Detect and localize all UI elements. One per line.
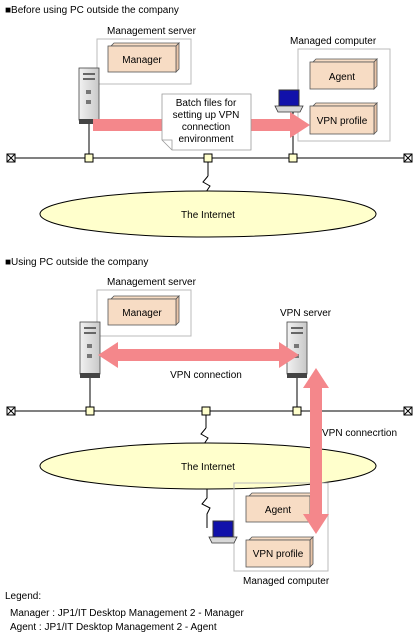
vpn-connection-arrow-vertical <box>303 368 329 534</box>
network-node <box>84 153 94 163</box>
vpn-connection-arrow <box>98 342 299 368</box>
management-server-icon <box>78 67 100 124</box>
internet-cloud <box>39 442 377 490</box>
note-line: connection <box>182 122 230 133</box>
vpn-connection-label: VPN connection <box>170 370 242 381</box>
internet-label: The Internet <box>181 210 235 221</box>
vpn-profile-label: VPN profile <box>253 549 304 560</box>
network-node <box>201 406 211 416</box>
section-using: ■Using PC outside the company Management… <box>5 257 413 587</box>
note-line: setting up VPN <box>173 110 240 121</box>
section-heading: ■Using PC outside the company <box>5 257 148 268</box>
vpn-profile-box: VPN profile <box>245 536 314 568</box>
management-server-frame <box>96 289 192 337</box>
legend-item: Manager : JP1/IT Desktop Management 2 - … <box>10 608 244 619</box>
management-server-frame <box>96 38 192 85</box>
agent-box: Agent <box>245 492 314 523</box>
agent-label: Agent <box>329 72 355 83</box>
network-node <box>85 406 95 416</box>
internet-label: The Internet <box>181 462 235 473</box>
management-server-icon <box>79 321 101 378</box>
legend-item: Agent : JP1/IT Desktop Management 2 - Ag… <box>10 622 217 633</box>
vpn-server-label: VPN server <box>280 308 332 319</box>
note-line: Batch files for <box>176 98 237 109</box>
vpn-server-icon <box>286 321 308 378</box>
managed-computer-frame <box>233 482 329 572</box>
laptop-icon <box>208 520 238 544</box>
vpn-profile-label: VPN profile <box>317 116 368 127</box>
note-line: environment <box>178 134 233 145</box>
legend: Legend: Manager : JP1/IT Desktop Managem… <box>5 591 244 633</box>
section-before: ■Before using PC outside the company Man… <box>5 5 413 238</box>
network-node <box>288 153 298 163</box>
section-heading: ■Before using PC outside the company <box>5 5 179 16</box>
network-node <box>292 406 302 416</box>
network-node <box>203 153 213 163</box>
management-server-label: Management server <box>107 277 197 288</box>
manager-label: Manager <box>122 308 162 319</box>
vpn-profile-box: VPN profile <box>309 102 378 135</box>
manager-box: Manager <box>107 295 180 326</box>
management-server-label: Management server <box>107 26 197 37</box>
internet-cloud <box>39 190 377 238</box>
agent-box: Agent <box>309 58 378 90</box>
vpn-connection-label-2: VPN connecrtion <box>322 428 397 439</box>
managed-computer-label: Managed computer <box>243 576 330 587</box>
manager-label: Manager <box>122 55 162 66</box>
agent-label: Agent <box>265 505 291 516</box>
batch-files-note: Batch files for setting up VPN connectio… <box>161 93 252 151</box>
laptop-icon <box>274 89 304 113</box>
managed-computer-label: Managed computer <box>290 36 377 47</box>
legend-title: Legend: <box>5 591 41 602</box>
manager-box: Manager <box>107 42 180 73</box>
